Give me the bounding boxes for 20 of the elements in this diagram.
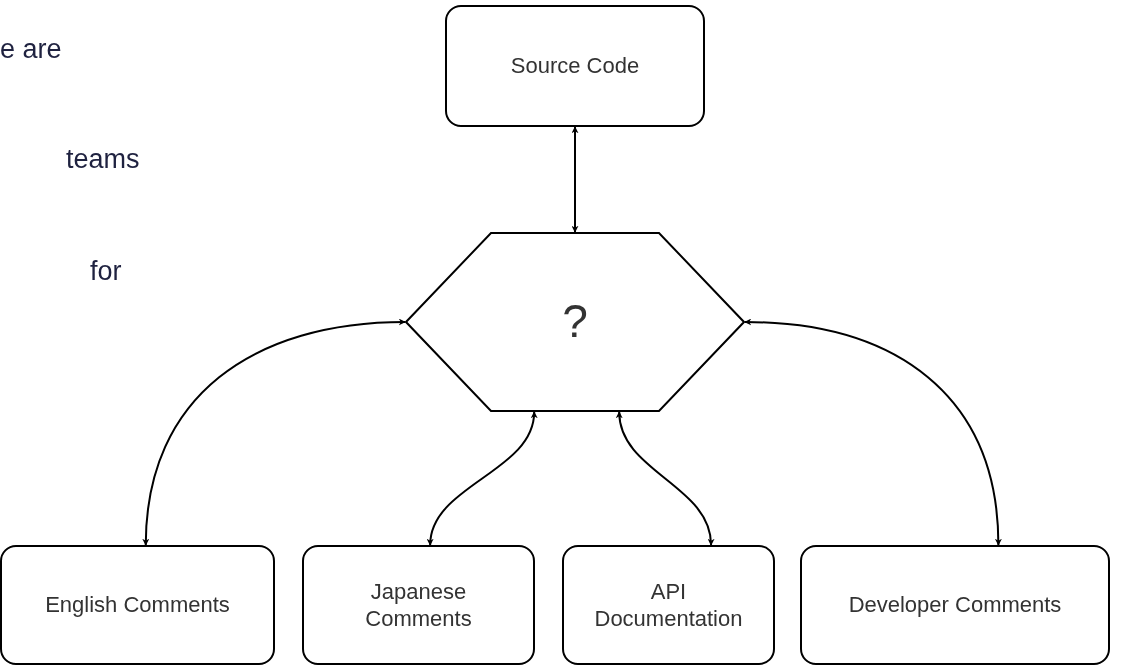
double-headed-arrow <box>616 411 714 546</box>
process-box <box>562 545 775 665</box>
node-label: ? <box>562 294 588 350</box>
node-label: API Documentation <box>593 577 744 633</box>
double-headed-arrow <box>571 126 579 233</box>
node-label: Source Code <box>509 52 641 80</box>
hexagon-node <box>405 232 745 412</box>
node-label: Developer Comments <box>847 591 1063 619</box>
double-headed-arrow <box>744 318 1002 546</box>
text-fragment: teams <box>66 146 140 173</box>
process-box <box>302 545 535 665</box>
process-box <box>445 5 705 127</box>
double-headed-arrow <box>427 411 537 546</box>
node-label: English Comments <box>44 591 231 619</box>
node-label: Japanese Comments <box>364 577 473 633</box>
process-box <box>0 545 275 665</box>
text-fragment: e are <box>0 36 62 63</box>
double-headed-arrow <box>142 318 406 546</box>
text-fragment: for <box>90 258 122 285</box>
process-box <box>800 545 1110 665</box>
